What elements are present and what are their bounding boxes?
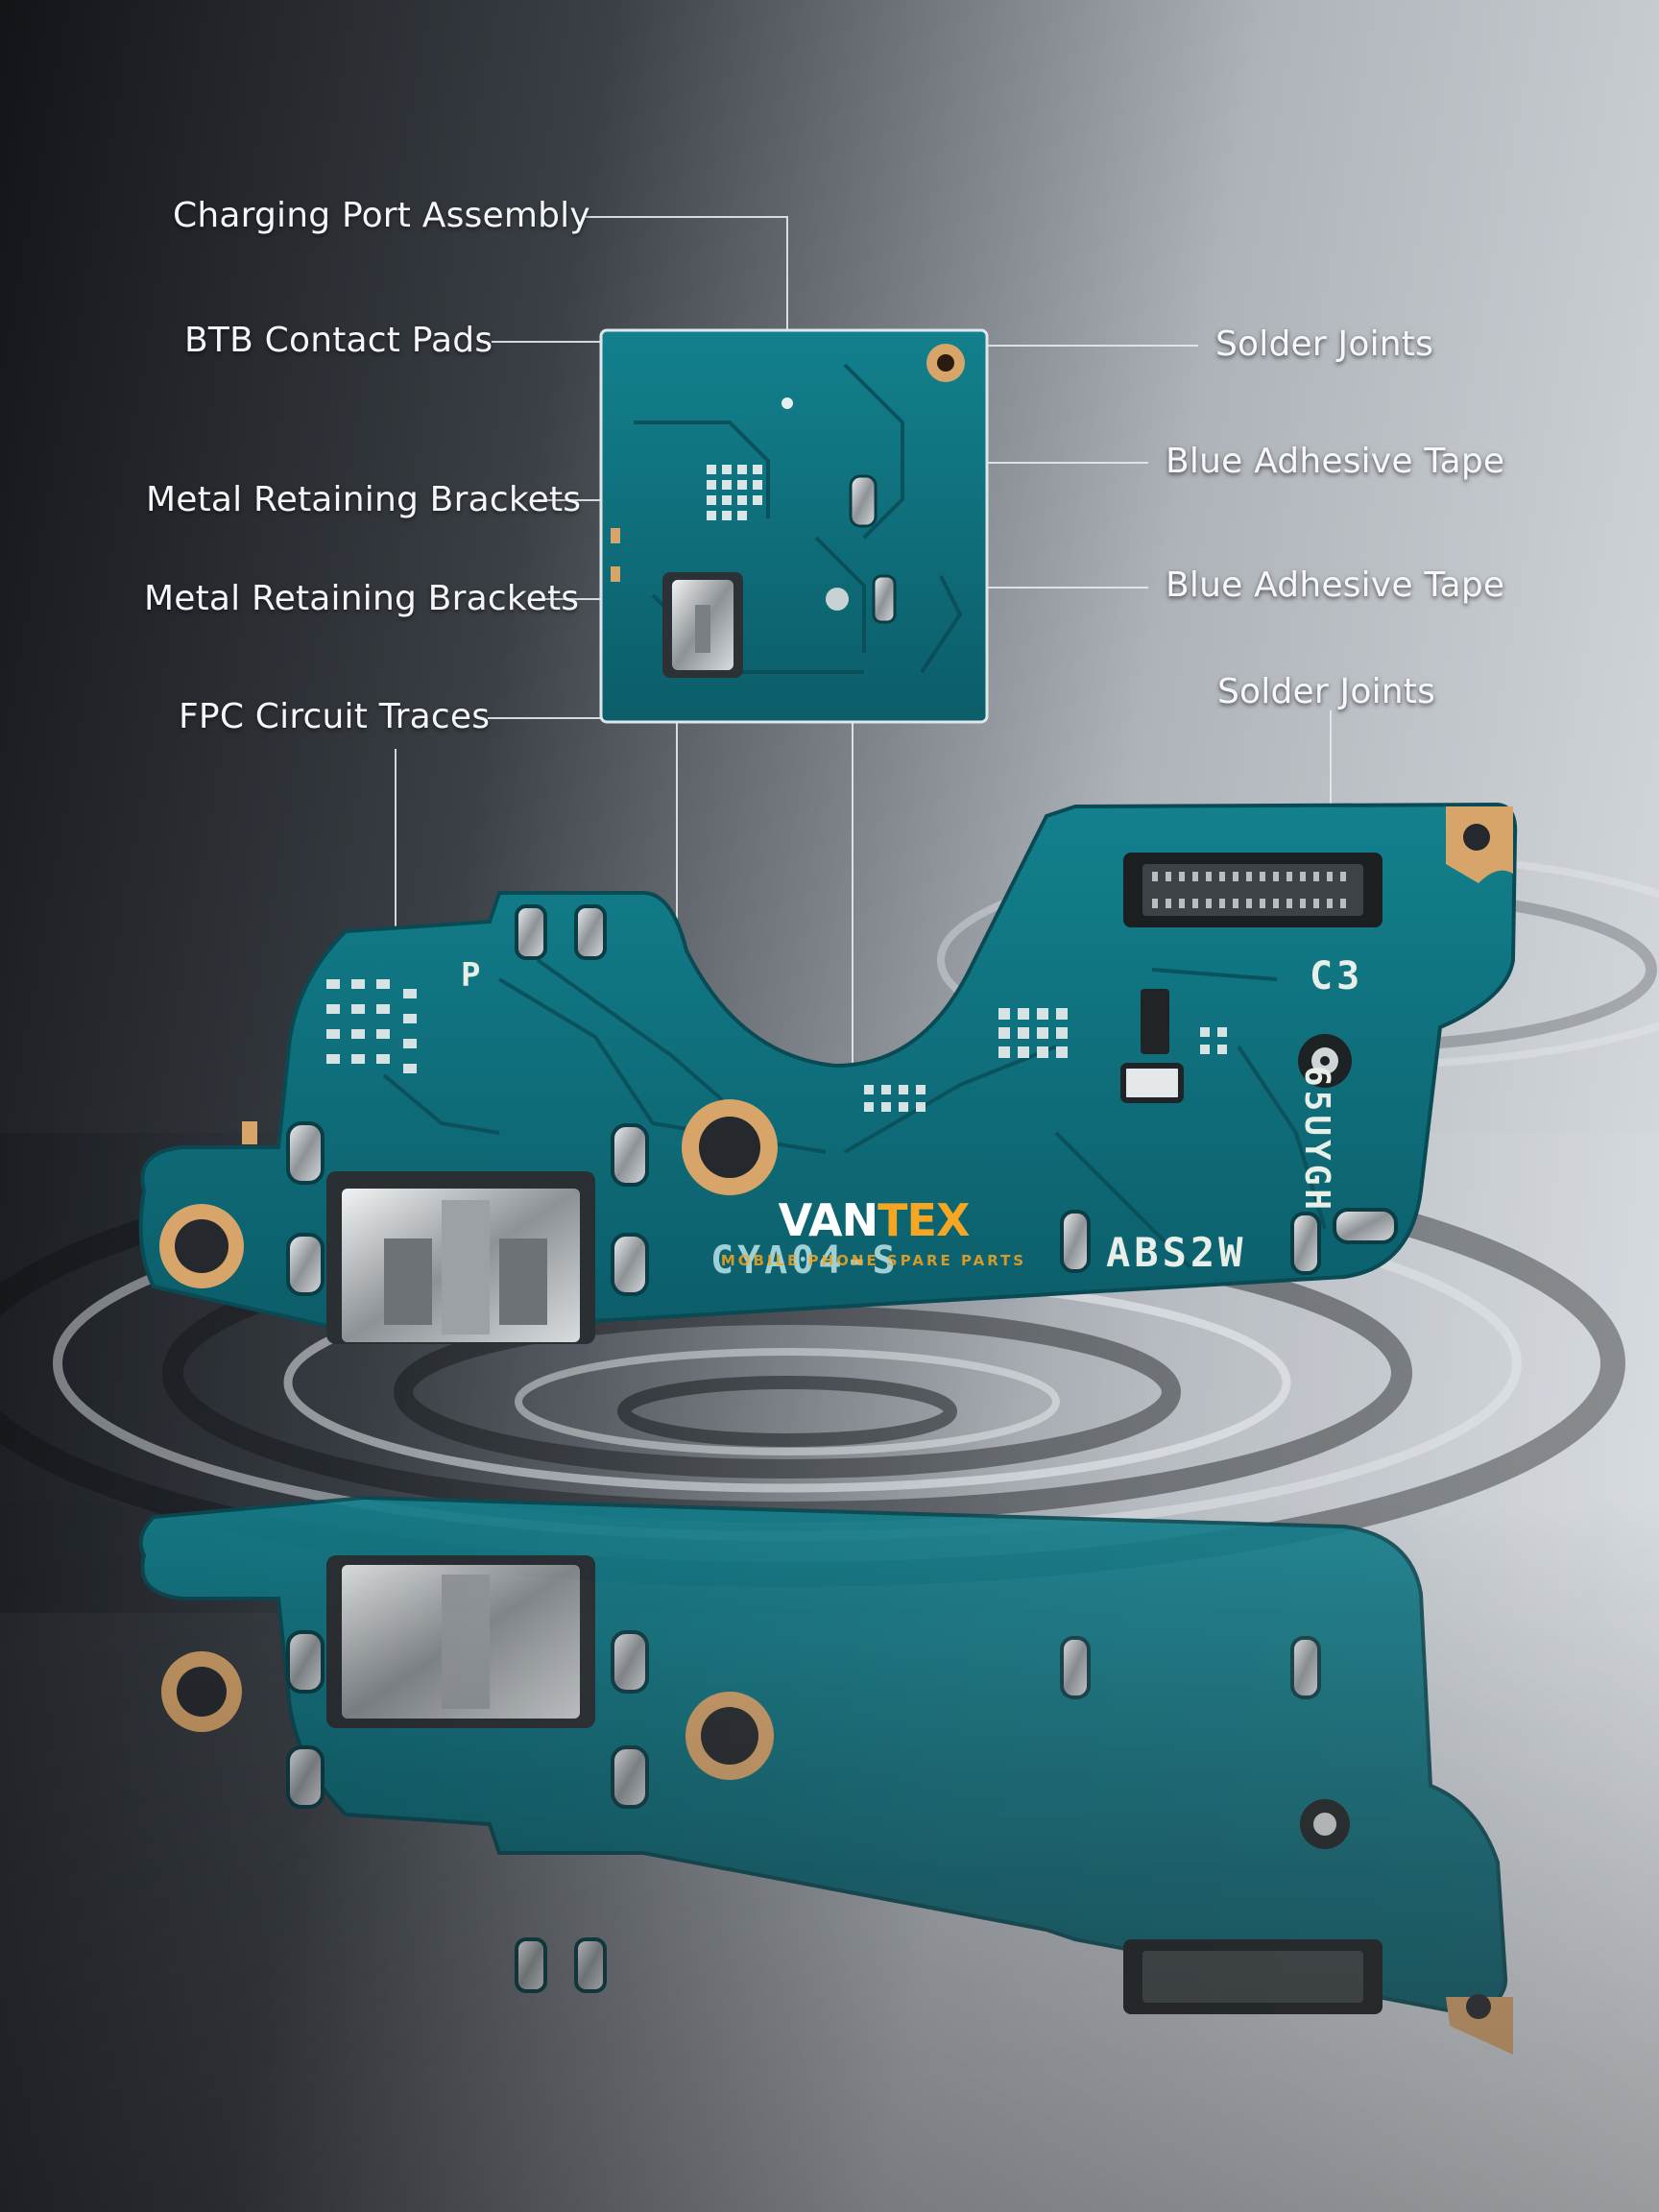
brand-left: VAN: [778, 1194, 879, 1246]
callout-solder-joints-1: Solder Joints: [1215, 325, 1434, 364]
brand-accent: TEX: [878, 1194, 970, 1246]
callout-metal-retaining-brackets-1: Metal Retaining Brackets: [146, 480, 582, 519]
callout-metal-retaining-brackets-2: Metal Retaining Brackets: [144, 579, 580, 618]
callout-fpc-circuit-traces: FPC Circuit Traces: [179, 697, 491, 736]
brand-wordmark: VANTEX: [672, 1198, 1075, 1242]
pcb-reflection: [0, 1495, 1659, 2212]
callout-btb-contact-pads: BTB Contact Pads: [184, 321, 493, 360]
silkscreen-part-number: CYA04-S: [710, 1238, 900, 1283]
silkscreen-vertical-code: 65UYGH: [1297, 1066, 1336, 1214]
silkscreen-p: P: [461, 956, 485, 995]
silkscreen-c3: C3: [1310, 954, 1364, 998]
callout-charging-port-assembly: Charging Port Assembly: [173, 196, 590, 235]
main-pcb: [138, 802, 1518, 1344]
silkscreen-code: ABS2W: [1106, 1229, 1247, 1276]
callout-blue-adhesive-tape-2: Blue Adhesive Tape: [1166, 565, 1505, 605]
brand-logo: VANTEX MOBILE PHONE SPARE PARTS: [672, 1198, 1075, 1269]
callout-solder-joints-2: Solder Joints: [1217, 672, 1436, 711]
zoom-detail-box: [599, 328, 989, 724]
brand-tagline: MOBILE PHONE SPARE PARTS: [720, 1252, 1027, 1269]
callout-blue-adhesive-tape-1: Blue Adhesive Tape: [1166, 442, 1505, 481]
